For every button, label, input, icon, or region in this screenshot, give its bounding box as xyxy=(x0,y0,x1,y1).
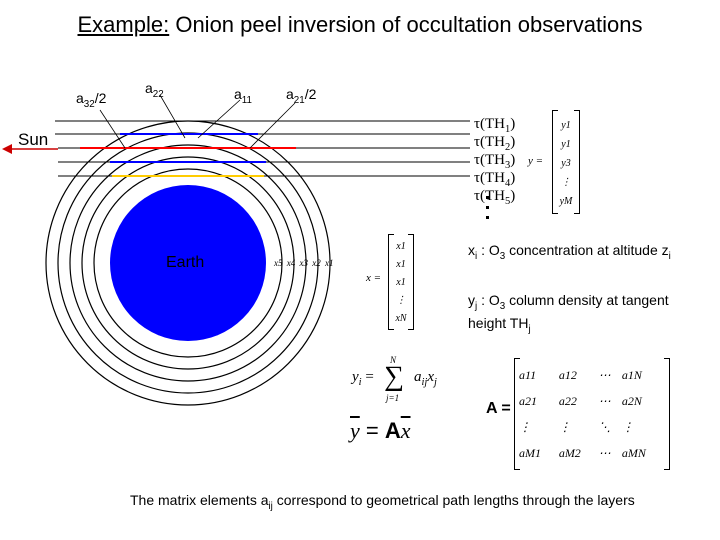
shell-labels: x5 x4 x3 x2 x1 xyxy=(274,258,334,268)
title-rest: Onion peel inversion of occultation obse… xyxy=(169,12,643,37)
x-vector-right-bracket xyxy=(408,234,414,330)
sum-formula: N yi = ∑ j=1 aijxj xyxy=(352,355,437,403)
footer-note: The matrix elements aij correspond to ge… xyxy=(130,492,635,512)
shell-ring xyxy=(69,144,307,382)
tau-item: τ(TH2) xyxy=(474,134,516,154)
tau-item: τ(TH4) xyxy=(474,170,516,190)
tau-item: τ(TH5) xyxy=(474,188,516,208)
y-vector-right-bracket xyxy=(574,110,580,214)
y-vector-lhs: y = xyxy=(528,155,544,167)
title-prefix: Example: xyxy=(77,12,170,37)
yj-description: yj : O3 column density at tangent height… xyxy=(468,292,669,335)
occultation-rays xyxy=(55,120,470,177)
matrix-right-bracket xyxy=(664,358,670,470)
earth-label: Earth xyxy=(166,254,205,271)
tau-item: τ(TH1) xyxy=(474,116,516,136)
label-a32: a32/2 xyxy=(76,90,107,110)
x-vector-lhs: x = xyxy=(366,272,382,284)
label-a21: a21/2 xyxy=(286,86,317,106)
continuation-dots xyxy=(486,196,489,219)
shell-ring xyxy=(81,156,295,370)
shell-ring xyxy=(93,168,283,358)
matrix-lhs: A = xyxy=(486,400,511,417)
sun-arrow-head xyxy=(2,144,12,154)
tau-item: τ(TH3) xyxy=(474,152,516,172)
sun-label: Sun xyxy=(18,130,49,149)
label-a22: a22 xyxy=(145,80,164,100)
xi-description: xi : O3 concentration at altitude zi xyxy=(468,242,671,262)
sun-arrow xyxy=(2,144,58,154)
vector-formula: y = Ax xyxy=(350,418,411,443)
tau-list: τ(TH1) τ(TH2) τ(TH3) τ(TH4) τ(TH5) xyxy=(474,116,516,208)
label-a11: a11 xyxy=(234,86,252,106)
earth-disk xyxy=(110,185,266,341)
matrix-left-bracket xyxy=(514,358,520,470)
x-vector-left-bracket xyxy=(388,234,394,330)
page-title: Example: Onion peel inversion of occulta… xyxy=(0,12,720,38)
y-vector-left-bracket xyxy=(552,110,558,214)
label-leaders xyxy=(99,94,296,149)
